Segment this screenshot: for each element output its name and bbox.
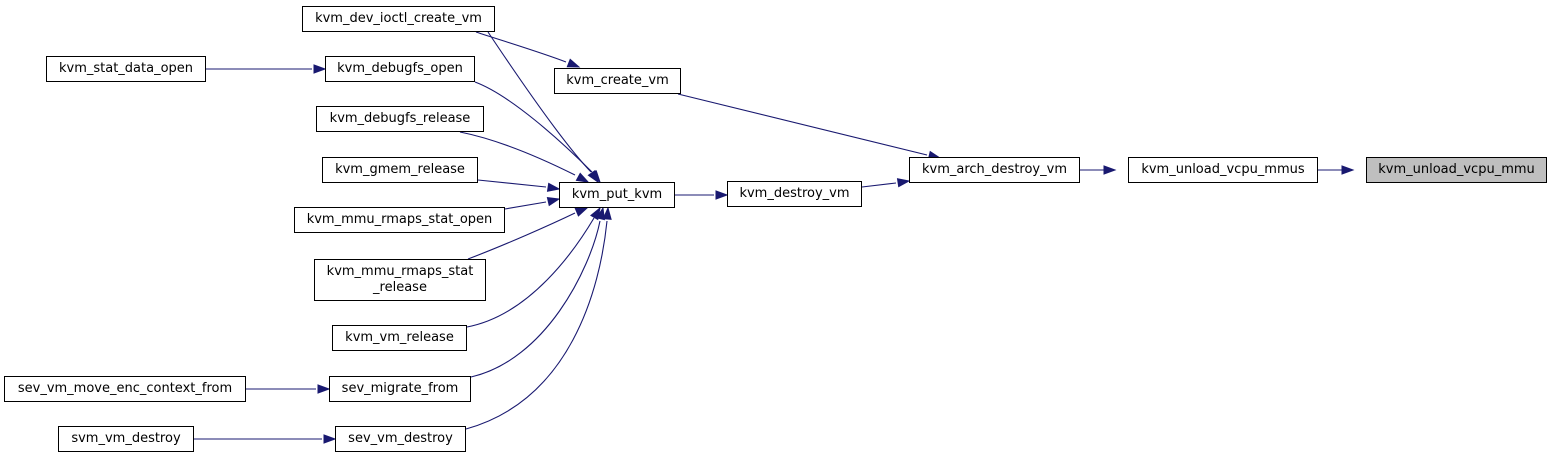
node-sev-vm-move-enc-context-from[interactable]: sev_vm_move_enc_context_from (4, 376, 246, 402)
edge-sev-vm-destroy-to-kvm-put-kvm (465, 206, 612, 430)
arrowhead-icon (1341, 165, 1355, 175)
node-kvm-arch-destroy-vm[interactable]: kvm_arch_destroy_vm (909, 157, 1080, 183)
edge-kvm-mmu-rmaps-stat-open-to-kvm-put-kvm (504, 197, 561, 210)
arrowhead-icon (574, 207, 589, 217)
arrowhead-icon (546, 197, 561, 207)
edge-kvm-put-kvm-to-kvm-destroy-vm (675, 190, 729, 200)
node-kvm-unload-vcpu-mmu: kvm_unload_vcpu_mmu (1366, 157, 1547, 183)
edge-line (467, 212, 576, 260)
edge-line (677, 93, 928, 156)
arrowhead-icon (589, 170, 601, 184)
arrowhead-icon (546, 182, 561, 192)
arrowhead-icon (323, 434, 337, 444)
edge-line (465, 220, 608, 430)
arrowhead-icon (1103, 165, 1117, 175)
node-svm-vm-destroy[interactable]: svm_vm_destroy (58, 426, 194, 452)
node-kvm-put-kvm[interactable]: kvm_put_kvm (559, 182, 675, 208)
edge-kvm-create-vm-to-kvm-arch-destroy-vm (677, 93, 942, 160)
node-kvm-vm-release[interactable]: kvm_vm_release (332, 325, 467, 351)
edge-kvm-gmem-release-to-kvm-put-kvm (477, 179, 561, 192)
node-kvm-create-vm[interactable]: kvm_create_vm (554, 68, 681, 94)
node-sev-migrate-from[interactable]: sev_migrate_from (329, 376, 471, 402)
edge-kvm-debugfs-release-to-kvm-put-kvm (459, 131, 590, 183)
edge-kvm-destroy-vm-to-kvm-arch-destroy-vm (861, 178, 911, 188)
edge-line (459, 131, 576, 176)
node-kvm-destroy-vm[interactable]: kvm_destroy_vm (727, 181, 862, 207)
edge-sev-migrate-from-to-kvm-put-kvm (470, 206, 605, 378)
arrowhead-icon (575, 172, 590, 183)
edge-line (474, 81, 593, 173)
node-kvm-debugfs-release[interactable]: kvm_debugfs_release (316, 106, 484, 132)
edge-line (504, 201, 547, 210)
node-kvm-debugfs-open[interactable]: kvm_debugfs_open (325, 56, 475, 82)
arrowhead-icon (595, 206, 605, 221)
node-kvm-mmu-rmaps-stat-release[interactable]: kvm_mmu_rmaps_stat _release (314, 259, 486, 301)
edge-svm-vm-destroy-to-sev-vm-destroy (194, 434, 337, 444)
edge-kvm-arch-destroy-vm-to-kvm-unload-vcpu-mmus (1080, 165, 1117, 175)
edge-line (466, 217, 595, 328)
edge-kvm-mmu-rmaps-stat-release-to-kvm-put-kvm (467, 207, 589, 260)
edge-kvm-unload-vcpu-mmus-to-kvm-unload-vcpu-mmu (1318, 165, 1355, 175)
edge-kvm-dev-ioctl-create-vm-to-kvm-create-vm (475, 31, 581, 68)
node-kvm-stat-data-open[interactable]: kvm_stat_data_open (46, 56, 206, 82)
edge-line (475, 31, 567, 63)
node-kvm-gmem-release[interactable]: kvm_gmem_release (322, 157, 478, 183)
node-sev-vm-destroy[interactable]: sev_vm_destroy (335, 426, 466, 452)
arrowhead-icon (317, 384, 331, 394)
edge-line (861, 182, 897, 188)
edge-sev-vm-move-enc-context-from-to-sev-migrate-from (246, 384, 331, 394)
edge-kvm-stat-data-open-to-kvm-debugfs-open (206, 64, 327, 74)
arrowhead-icon (896, 178, 911, 188)
edge-kvm-debugfs-open-to-kvm-put-kvm (474, 81, 601, 184)
edge-line (470, 220, 601, 378)
node-kvm-unload-vcpu-mmus[interactable]: kvm_unload_vcpu_mmus (1128, 157, 1318, 183)
arrowhead-icon (566, 58, 581, 68)
node-kvm-mmu-rmaps-stat-open[interactable]: kvm_mmu_rmaps_stat_open (294, 207, 505, 233)
arrowhead-icon (602, 206, 612, 220)
node-kvm-dev-ioctl-create-vm[interactable]: kvm_dev_ioctl_create_vm (302, 6, 495, 32)
edge-line (477, 179, 547, 188)
arrowhead-icon (715, 190, 729, 200)
arrowhead-icon (313, 64, 327, 74)
